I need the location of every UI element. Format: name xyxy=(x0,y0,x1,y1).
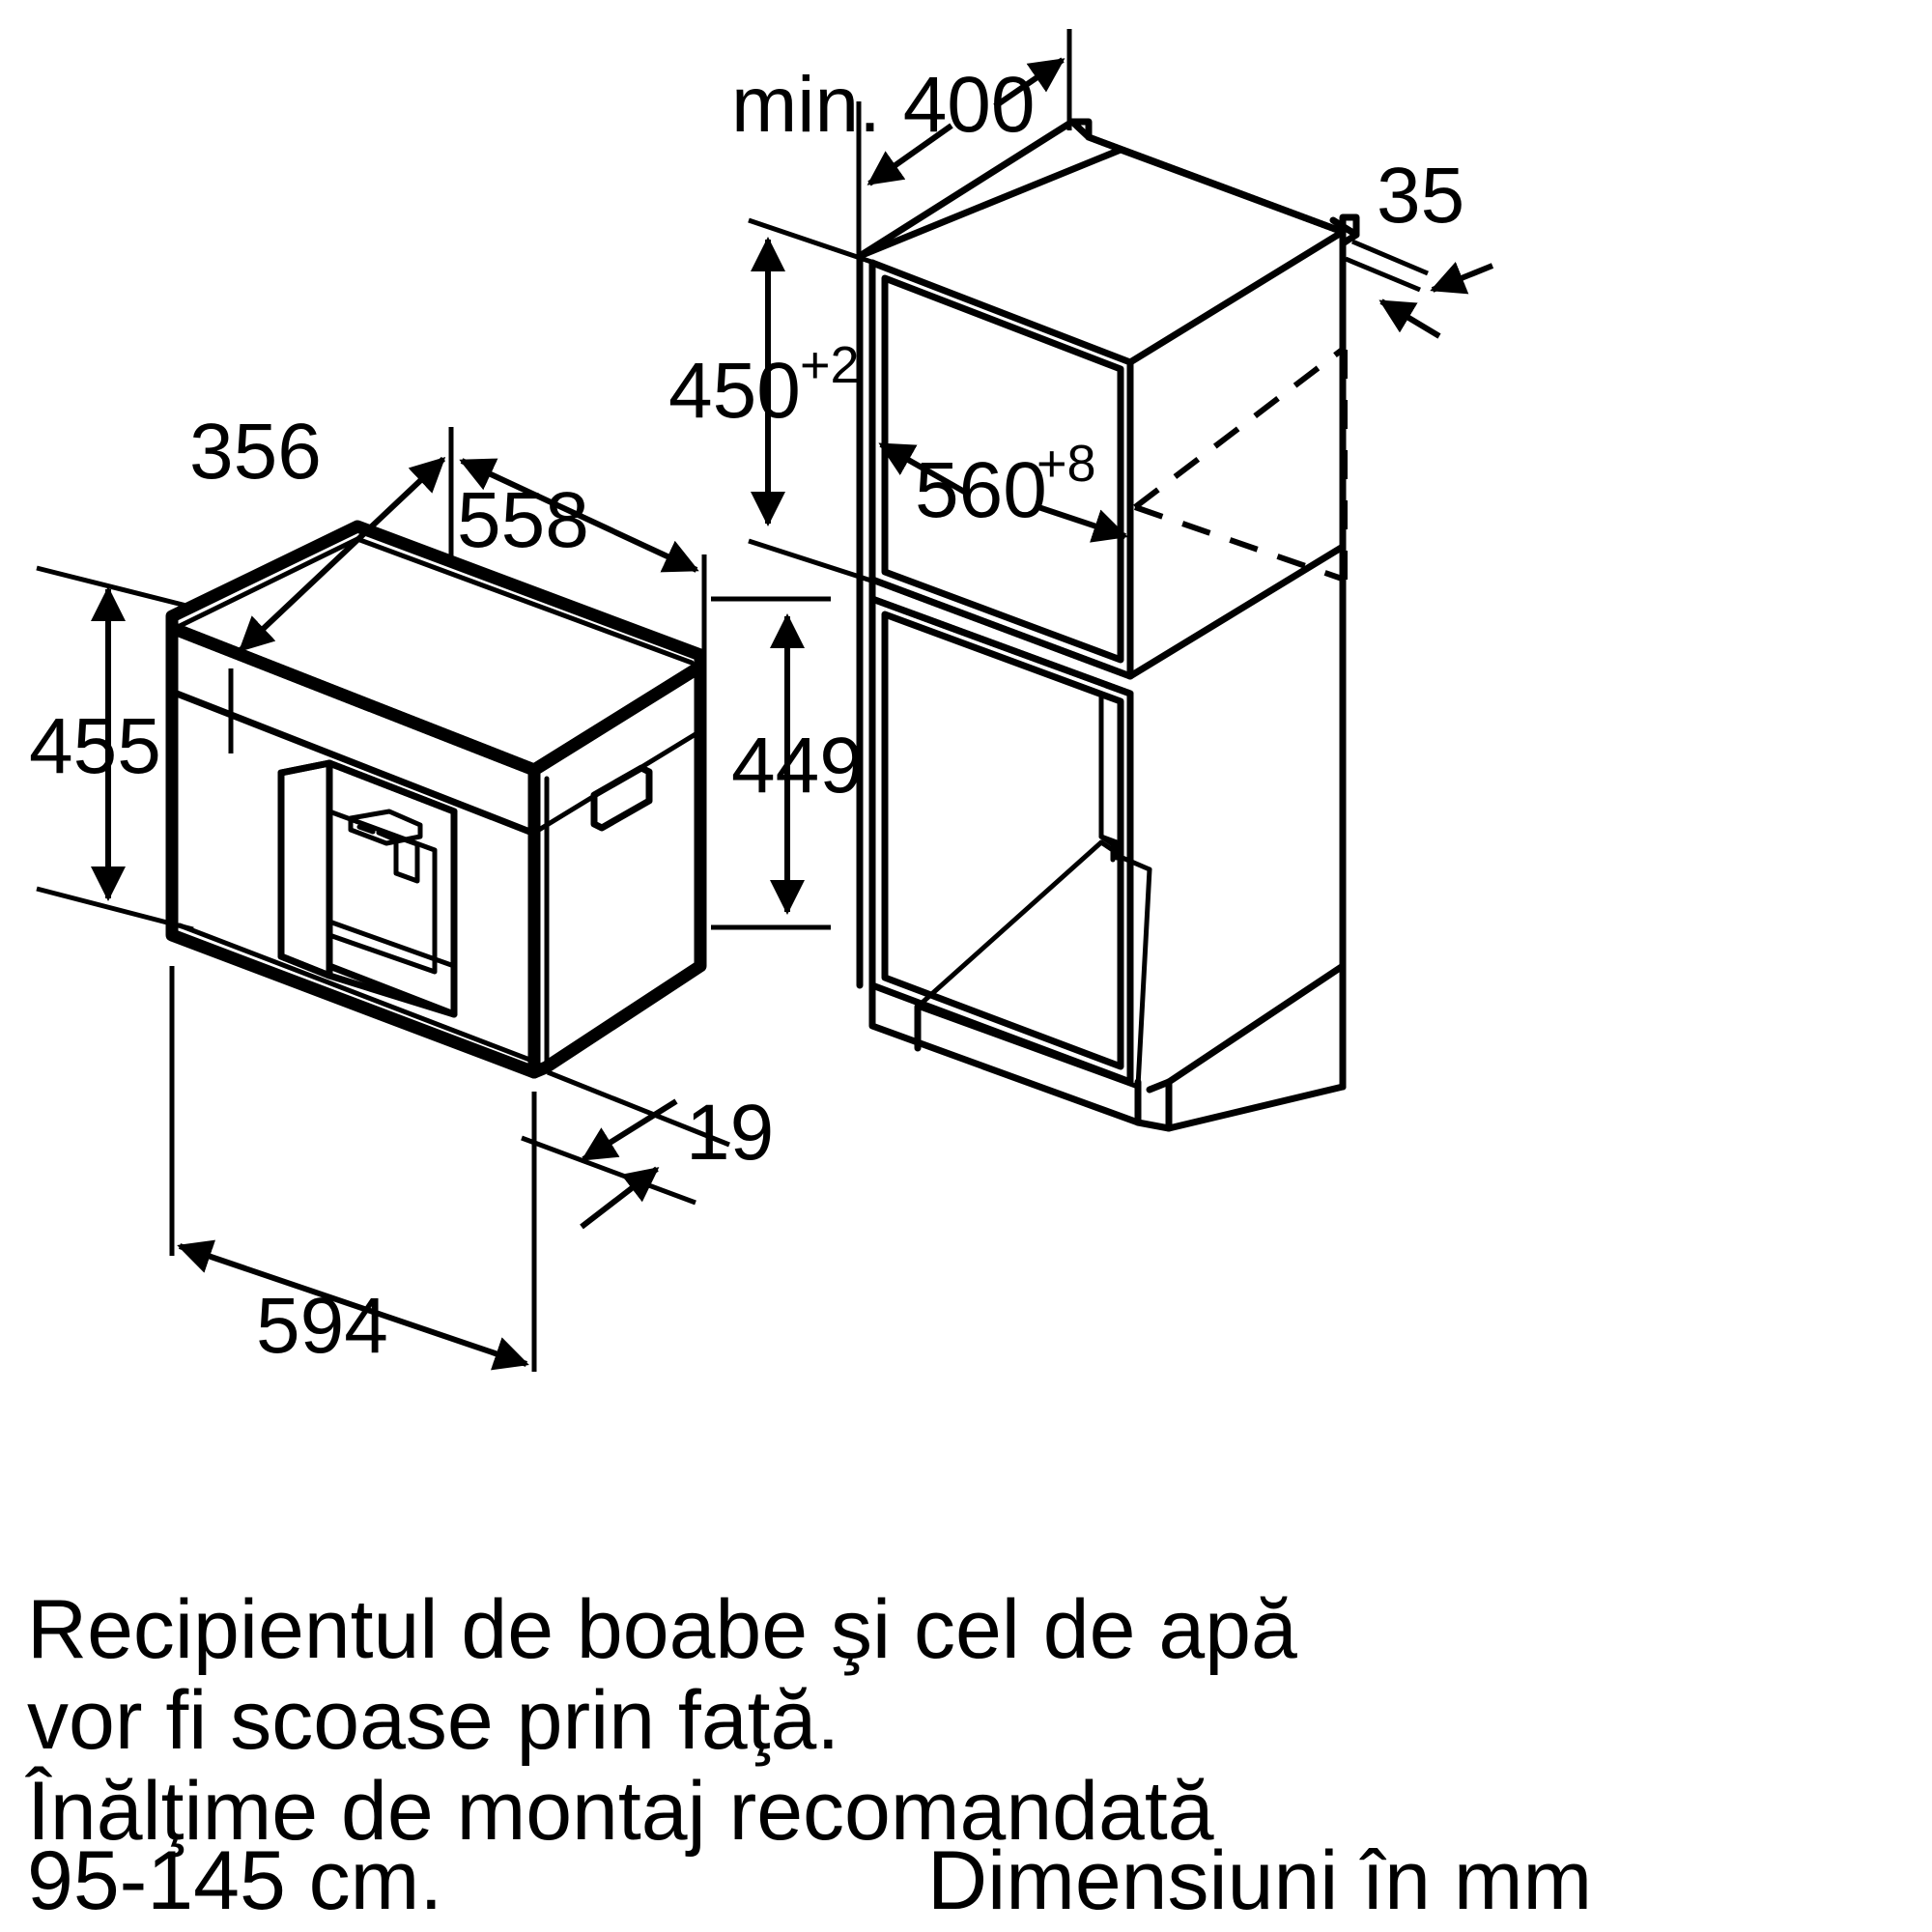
appliance-dimension-annotations: 356 558 455 449 594 xyxy=(29,408,864,1372)
cabinet-plinth-front xyxy=(868,981,1142,1126)
ext-line-19-b xyxy=(521,1135,696,1206)
ext-line-455-bottom xyxy=(36,886,194,932)
dim-line-19-upper xyxy=(581,1098,678,1162)
machine-spout-detail-a xyxy=(356,824,376,835)
ext-line-19-a xyxy=(547,1069,730,1148)
dim-label-449: 449 xyxy=(731,722,864,810)
cabinet-lower-interior-notch-inner xyxy=(1098,834,1116,863)
cabinet-dimension-annotations: min. 400 450 +2 560 +8 35 xyxy=(668,29,1494,584)
cabinet-top-notch xyxy=(1068,118,1093,141)
cabinet-plinth-right-side xyxy=(1165,1083,1347,1132)
cabinet-lower-interior-bottom-right-a xyxy=(1113,852,1152,872)
dim-label-560: 560 xyxy=(915,446,1047,534)
dim-label-min-400: min. 400 xyxy=(731,61,1036,149)
note-line-3: Înălţime de montaj recomandată xyxy=(25,1765,1214,1858)
note-line-2: vor fi scoase prin faţă. xyxy=(27,1674,839,1767)
machine-front-face xyxy=(165,621,541,1079)
machine-dispenser-opening xyxy=(277,759,458,1018)
machine-drip-tray-edge xyxy=(327,919,457,969)
ext-line-450-bottom xyxy=(748,538,875,584)
note-line-4: 95-145 cm. xyxy=(27,1834,442,1927)
dim-line-594 xyxy=(177,1239,529,1371)
dim-label-455: 455 xyxy=(29,702,161,790)
cabinet-hidden-back-edge-a xyxy=(1134,504,1346,582)
dim-label-356: 356 xyxy=(189,408,322,496)
notes-block: Recipientul de boabe şi cel de apă vor f… xyxy=(25,1583,1592,1927)
cabinet-lower-interior-ledge xyxy=(1098,839,1119,855)
machine-control-panel-line-top xyxy=(173,690,536,837)
ext-line-450-top xyxy=(748,217,875,266)
dim-line-400-left-arrow xyxy=(867,123,953,186)
cabinet-hidden-back-edge-c xyxy=(1133,345,1347,510)
cabinet-lower-niche-opening xyxy=(868,595,1134,1086)
cabinet-lower-interior-bottom-edge xyxy=(915,1004,1141,1090)
cabinet-niche-drawing xyxy=(856,118,1360,1132)
dim-line-400-right-arrow xyxy=(993,57,1065,109)
cabinet-plinth-right-edge-top xyxy=(1146,1078,1173,1094)
note-line-1: Recipientul de boabe şi cel de apă xyxy=(27,1583,1297,1676)
ext-line-35-a xyxy=(1351,239,1429,276)
cabinet-lower-interior-bottom-left xyxy=(915,839,1104,1009)
dim-line-356 xyxy=(238,456,446,653)
dim-label-450-tolerance: +2 xyxy=(800,336,860,394)
units-note: Dimensiuni în mm xyxy=(927,1834,1592,1927)
ext-line-35-b xyxy=(1345,256,1421,293)
machine-bottom-edge-line xyxy=(177,923,535,1064)
dim-line-558 xyxy=(459,458,699,573)
cabinet-lower-niche-inner xyxy=(881,611,1124,1070)
machine-spout-detail-b xyxy=(376,830,395,841)
machine-right-side-face xyxy=(527,660,707,1079)
cabinet-upper-right-depth-edge xyxy=(1126,228,1347,366)
dim-label-558: 558 xyxy=(457,476,589,564)
cabinet-shelf-front-edge xyxy=(868,576,1134,680)
cabinet-top-right-notch xyxy=(1329,216,1360,239)
coffee-machine-drawing xyxy=(165,520,707,1079)
dim-line-35-upper-arrow xyxy=(1430,261,1494,295)
dim-label-450: 450 xyxy=(668,347,801,435)
dim-label-560-tolerance: +8 xyxy=(1037,435,1096,493)
dim-label-19: 19 xyxy=(686,1089,774,1177)
machine-door-handle xyxy=(590,764,653,832)
machine-dispenser-recess-left xyxy=(277,759,333,980)
machine-spout-nozzle xyxy=(393,834,420,884)
dim-line-560-right-arrow xyxy=(1037,504,1128,543)
ext-line-455-top xyxy=(36,565,199,611)
cabinet-top-board-ridge xyxy=(1085,133,1347,236)
dim-line-560-left-arrow xyxy=(878,441,968,496)
dim-line-35-lower-arrow xyxy=(1378,298,1441,339)
cabinet-hidden-shelf-line xyxy=(1128,544,1345,679)
dim-label-35: 35 xyxy=(1377,152,1464,240)
dim-line-19-lower xyxy=(580,1166,660,1230)
cabinet-base-right-diagonal xyxy=(1165,962,1347,1086)
dim-label-594: 594 xyxy=(256,1282,388,1370)
cabinet-lower-interior-right-wall xyxy=(1135,867,1152,1090)
machine-spout-head xyxy=(348,809,423,846)
